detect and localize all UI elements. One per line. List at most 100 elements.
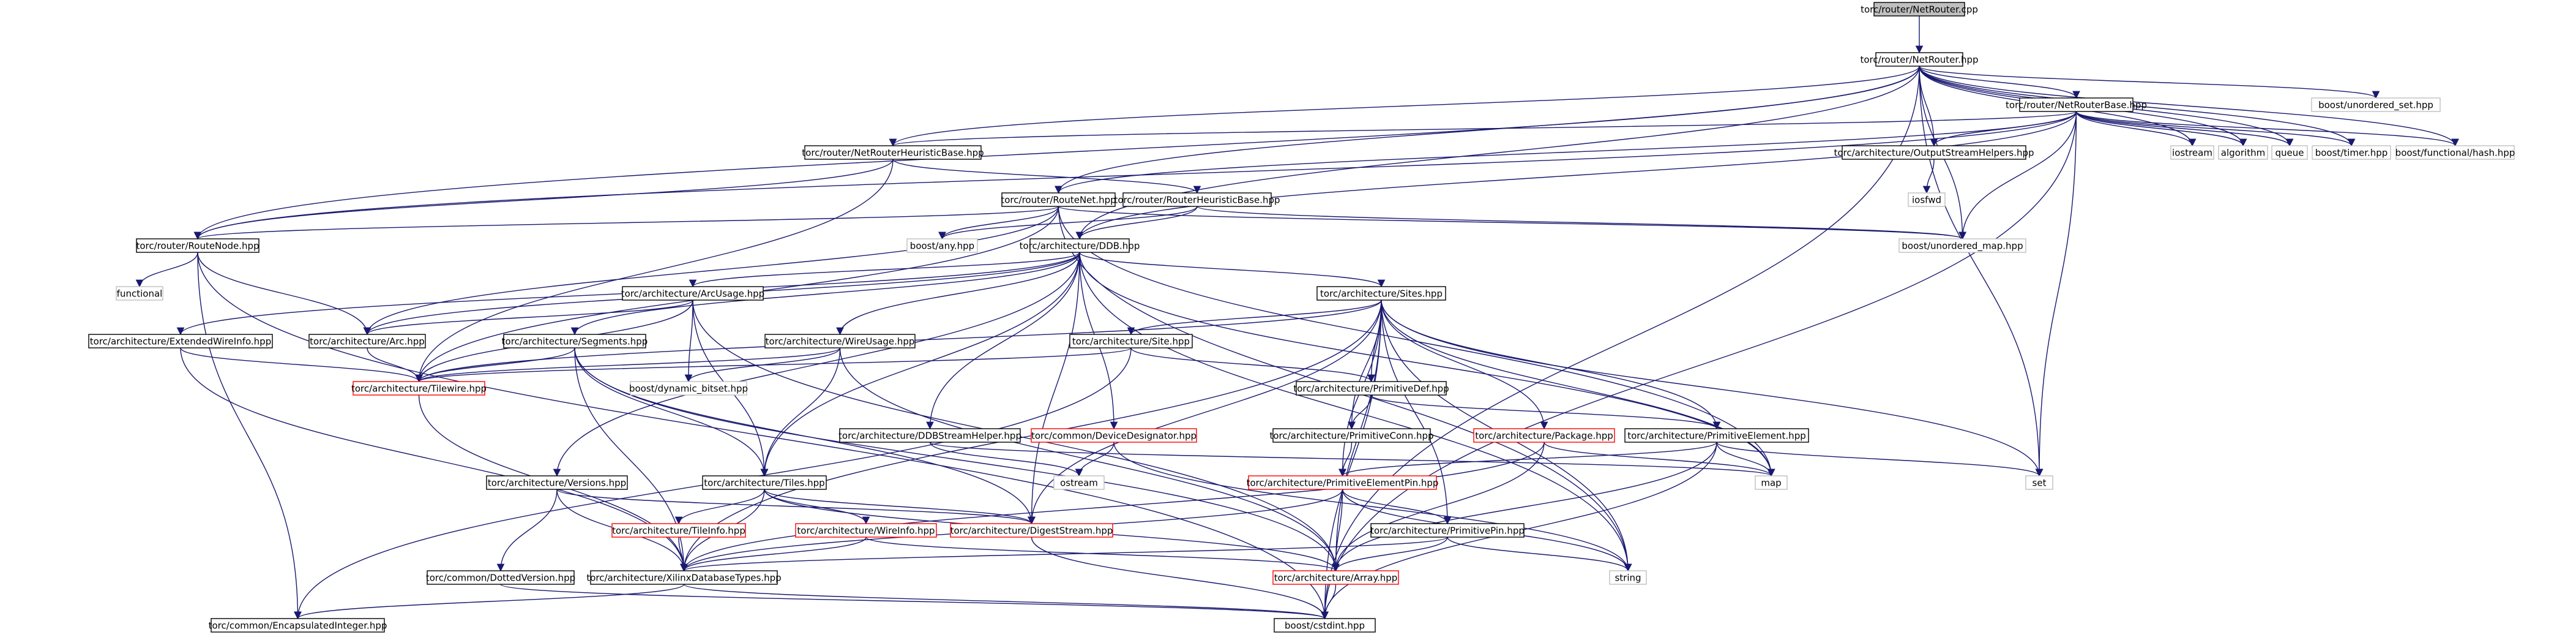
node-heuristicbase-hpp[interactable]: torc/router/NetRouterHeuristicBase.hpp xyxy=(802,145,984,160)
node-box xyxy=(308,334,426,348)
node-label: torc/architecture/DDBStreamHelper.hpp xyxy=(838,431,1021,442)
node-box xyxy=(1031,428,1197,443)
edge-primitivedef-hpp-to-primitiveconn-hpp xyxy=(1348,394,1372,430)
node-tileinfo-hpp[interactable]: torc/architecture/TileInfo.hpp xyxy=(611,523,746,538)
node-array-hpp[interactable]: torc/architecture/Array.hpp xyxy=(1272,570,1399,585)
node-box xyxy=(427,570,575,585)
node-label: torc/architecture/PrimitiveDef.hpp xyxy=(1293,383,1449,394)
node-primitivedef-hpp[interactable]: torc/architecture/PrimitiveDef.hpp xyxy=(1293,381,1449,396)
node-label: torc/architecture/PrimitiveElement.hpp xyxy=(1627,431,1805,442)
edge-ddb-hpp-to-arcusage-hpp xyxy=(689,252,1080,288)
node-sites-hpp[interactable]: torc/architecture/Sites.hpp xyxy=(1316,286,1446,301)
node-ddb-hpp[interactable]: torc/architecture/DDB.hpp xyxy=(1020,238,1140,253)
node-box xyxy=(795,523,937,538)
edge-ddb-hpp-to-segments-hpp xyxy=(570,252,1080,336)
edge-segments-hpp-to-tilewire-hpp xyxy=(415,347,575,383)
node-box xyxy=(88,334,273,348)
edge-netrouterbase-hpp-to-set xyxy=(2035,111,2077,477)
node-label: torc/architecture/DigestStream.hpp xyxy=(950,525,1113,536)
node-box xyxy=(839,428,1021,443)
node-netrouterbase-hpp[interactable]: torc/router/NetRouterBase.hpp xyxy=(2006,97,2147,112)
node-wireinfo-hpp[interactable]: torc/architecture/WireInfo.hpp xyxy=(795,523,937,538)
node-extendedwireinfo-hpp[interactable]: torc/architecture/ExtendedWireInfo.hpp xyxy=(88,334,273,348)
node-tilewire-hpp[interactable]: torc/architecture/Tilewire.hpp xyxy=(351,381,487,396)
node-root[interactable]: torc/router/NetRouter.cpp xyxy=(1861,2,1978,17)
node-ostreamhelpers-hpp[interactable]: torc/architecture/OutputStreamHelpers.hp… xyxy=(1834,145,2034,160)
node-box xyxy=(1296,381,1447,396)
edge-package-hpp-to-xilinxdatabasetypes-hpp xyxy=(680,442,1545,572)
node-xilinxdatabasetypes-hpp[interactable]: torc/architecture/XilinxDatabaseTypes.hp… xyxy=(586,570,782,585)
node-box xyxy=(116,286,163,301)
node-label: torc/architecture/DDB.hpp xyxy=(1020,241,1140,252)
edge-arcusage-hpp-to-arc-hpp xyxy=(363,299,693,336)
node-netrouter-hpp[interactable]: torc/router/NetRouter.hpp xyxy=(1860,52,1979,67)
node-devicedesignator-hpp[interactable]: torc/common/DeviceDesignator.hpp xyxy=(1031,428,1197,443)
node-ddbstreamhelper-hpp[interactable]: torc/architecture/DDBStreamHelper.hpp xyxy=(838,428,1021,443)
node-box xyxy=(1316,286,1446,301)
node-wireusage-hpp[interactable]: torc/architecture/WireUsage.hpp xyxy=(764,334,916,348)
edge-routerheuristicbase-hpp-to-ddb-hpp xyxy=(1075,206,1198,240)
edge-netrouterbase-hpp-to-algorithm xyxy=(2075,111,2247,147)
node-box xyxy=(1609,570,1647,585)
edge-wireinfo-hpp-to-xilinxdatabasetypes-hpp xyxy=(680,536,867,572)
node-box xyxy=(764,334,916,348)
node-encapsulatedinteger-hpp[interactable]: torc/common/EncapsulatedInteger.hpp xyxy=(209,618,387,633)
node-label: torc/architecture/ArcUsage.hpp xyxy=(621,288,764,299)
node-versions-hpp[interactable]: torc/architecture/Versions.hpp xyxy=(486,475,628,490)
node-box xyxy=(1053,475,1105,490)
node-box xyxy=(611,523,746,538)
node-label: torc/architecture/Segments.hpp xyxy=(502,336,648,347)
edge-sites-hpp-to-map xyxy=(1381,299,1775,477)
node-segments-hpp[interactable]: torc/architecture/Segments.hpp xyxy=(502,334,648,348)
node-box xyxy=(1755,475,1788,490)
node-box xyxy=(1274,618,1376,633)
node-primitiveelementpin-hpp[interactable]: torc/architecture/PrimitiveElementPin.hp… xyxy=(1247,475,1439,490)
node-arcusage-hpp[interactable]: torc/architecture/ArcUsage.hpp xyxy=(621,286,764,301)
node-ostream: ostream xyxy=(1053,475,1105,490)
edge-sites-hpp-to-site-hpp xyxy=(1127,299,1382,336)
edge-routenet-hpp-to-routenode-hpp xyxy=(194,206,1059,240)
node-label: torc/common/DeviceDesignator.hpp xyxy=(1031,431,1197,442)
edge-primitivepin-hpp-to-xilinxdatabasetypes-hpp xyxy=(680,536,1448,572)
edge-ddb-hpp-to-sites-hpp xyxy=(1079,252,1386,288)
edge-primitiveelement-hpp-to-primitiveelementpin-hpp xyxy=(1338,442,1717,477)
node-dottedversion-hpp[interactable]: torc/common/DottedVersion.hpp xyxy=(426,570,575,585)
edge-sites-hpp-to-primitiveconn-hpp xyxy=(1348,299,1382,430)
node-label: boost/any.hpp xyxy=(910,241,974,252)
edge-package-hpp-to-map xyxy=(1544,442,1775,477)
node-digeststream-hpp[interactable]: torc/architecture/DigestStream.hpp xyxy=(950,523,1113,538)
edge-primitiveelement-hpp-to-array-hpp xyxy=(1332,442,1717,572)
node-label: boost/cstdint.hpp xyxy=(1285,620,1365,631)
node-primitivepin-hpp[interactable]: torc/architecture/PrimitivePin.hpp xyxy=(1370,523,1525,538)
node-label: torc/router/RouteNode.hpp xyxy=(136,241,259,252)
edge-netrouterbase-hpp-to-timer-hpp xyxy=(2075,111,2356,147)
node-arc-hpp[interactable]: torc/architecture/Arc.hpp xyxy=(308,334,426,348)
edge-primitiveelement-hpp-to-set xyxy=(1716,442,2044,477)
node-box xyxy=(2312,145,2391,160)
node-tiles-hpp[interactable]: torc/architecture/Tiles.hpp xyxy=(702,475,827,490)
edge-versions-hpp-to-digeststream-hpp xyxy=(556,489,1036,525)
node-primitiveconn-hpp[interactable]: torc/architecture/PrimitiveConn.hpp xyxy=(1269,428,1434,443)
node-label: iostream xyxy=(2172,148,2212,159)
node-box xyxy=(804,145,982,160)
node-box xyxy=(1029,238,1130,253)
node-string: string xyxy=(1609,570,1647,585)
node-routenode-hpp[interactable]: torc/router/RouteNode.hpp xyxy=(136,238,259,253)
node-label: torc/architecture/Array.hpp xyxy=(1274,573,1398,584)
node-label: boost/unordered_map.hpp xyxy=(1902,241,2023,252)
node-routenet-hpp[interactable]: torc/router/RouteNet.hpp xyxy=(1001,192,1116,207)
edge-wireusage-hpp-to-tiles-hpp xyxy=(760,347,841,477)
node-site-hpp[interactable]: torc/architecture/Site.hpp xyxy=(1069,334,1193,348)
node-box xyxy=(1842,145,2026,160)
node-package-hpp[interactable]: torc/architecture/Package.hpp xyxy=(1473,428,1615,443)
node-cstdint-hpp[interactable]: boost/cstdint.hpp xyxy=(1274,618,1376,633)
node-box xyxy=(1624,428,1809,443)
node-primitiveelement-hpp[interactable]: torc/architecture/PrimitiveElement.hpp xyxy=(1624,428,1809,443)
node-box xyxy=(211,618,385,633)
node-label: set xyxy=(2033,478,2047,489)
node-routerheuristicbase-hpp[interactable]: torc/router/RouterHeuristicBase.hpp xyxy=(1114,192,1280,207)
edge-netrouterbase-hpp-to-hash-hpp xyxy=(2075,111,2459,147)
edge-netrouter-hpp-to-hash-hpp xyxy=(1919,66,2459,147)
node-hash-hpp: boost/functional/hash.hpp xyxy=(2395,145,2515,160)
edge-heuristicbase-hpp-to-routerheuristicbase-hpp xyxy=(892,159,1201,194)
